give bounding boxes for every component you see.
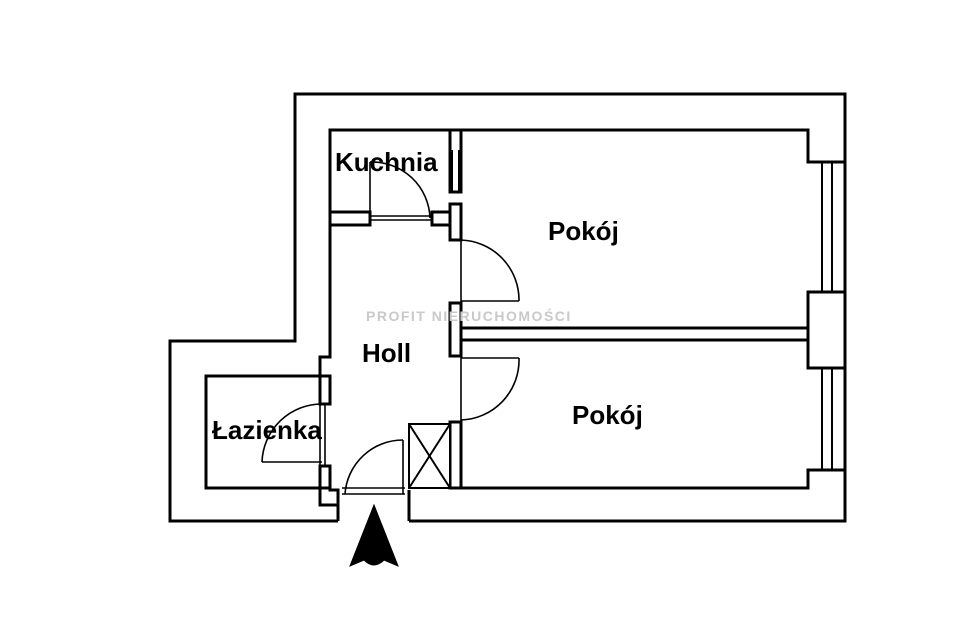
watermark-text: PROFIT NIERUCHOMOŚCI [366, 307, 572, 324]
wall-kitchen-room [448, 128, 463, 194]
ventilation-shaft-icon [408, 423, 451, 489]
wall-hall-room-mid [448, 301, 463, 358]
door-room-bottom [460, 356, 520, 422]
room-label-hall: Holl [362, 338, 411, 368]
wall-hall-room-low [448, 420, 463, 490]
room-label-room-top: Pokój [548, 216, 619, 246]
door-entrance [342, 439, 405, 495]
interior-walls [318, 128, 847, 490]
door-room-top [460, 239, 520, 303]
outer-wall-inner-edge-bottom [461, 468, 845, 490]
outer-wall-inner-edge-right [461, 128, 845, 164]
wall-bath-hall-bottom [318, 464, 332, 490]
window-top-room [808, 161, 845, 292]
windows [451, 150, 845, 471]
door-kitchen [369, 161, 432, 221]
room-label-kitchen: Kuchnia [335, 147, 438, 177]
outer-wall-outer-edge [168, 92, 847, 523]
wall-window-pier [806, 290, 847, 370]
room-label-bathroom: Łazienka [212, 415, 322, 445]
wall-kitchen-bottom [328, 210, 372, 227]
wall-kitchen-bottom-right [430, 210, 452, 227]
room-label-room-bottom: Pokój [572, 400, 643, 430]
wall-bath-hall-top [318, 374, 332, 406]
entrance-arrow-icon [349, 503, 399, 567]
door-bathroom [261, 403, 326, 466]
window-kitchen [451, 150, 460, 192]
window-bottom-room [808, 368, 845, 471]
doors [261, 161, 520, 495]
wall-between-rooms [459, 326, 810, 342]
wall-kitchen-room-lower [448, 202, 463, 242]
